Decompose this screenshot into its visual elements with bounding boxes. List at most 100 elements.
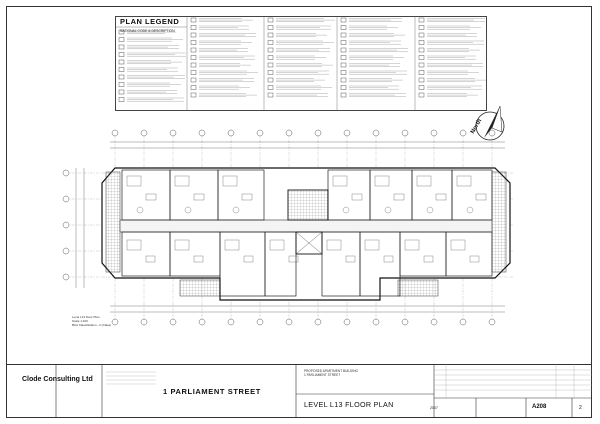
table bbox=[466, 206, 474, 214]
project-line-2: 1 PARLIAMENT STREET bbox=[304, 373, 341, 377]
legend-symbol bbox=[190, 85, 197, 90]
legend-symbol bbox=[267, 55, 274, 60]
legend-symbol bbox=[418, 17, 425, 23]
bed bbox=[174, 175, 190, 187]
legend-symbol bbox=[118, 52, 125, 57]
legend-symbol bbox=[190, 32, 197, 38]
grid-bubble bbox=[256, 318, 264, 326]
legend-symbol bbox=[190, 92, 197, 98]
bed bbox=[374, 175, 390, 187]
drawing-sheet-border bbox=[6, 6, 592, 418]
bed bbox=[269, 239, 285, 251]
revision-number: 2 bbox=[579, 405, 582, 411]
legend-symbol bbox=[118, 29, 125, 35]
legend-symbol bbox=[267, 40, 274, 45]
legend-symbol bbox=[267, 77, 274, 83]
bed bbox=[404, 239, 420, 251]
table bbox=[184, 206, 192, 214]
bed bbox=[222, 175, 238, 187]
bathroom bbox=[383, 255, 394, 263]
kitchen-bench bbox=[393, 193, 405, 201]
bed bbox=[126, 239, 142, 251]
legend-symbol bbox=[418, 55, 425, 60]
plan-caption-scale: Scale 1:100 bbox=[72, 318, 88, 323]
bathroom bbox=[243, 255, 254, 263]
legend-symbol bbox=[118, 67, 125, 72]
legend-symbol bbox=[340, 17, 347, 23]
grid-bubble bbox=[459, 129, 467, 137]
kitchen-bench bbox=[241, 193, 253, 201]
grid-bubble bbox=[62, 221, 70, 229]
legend-symbol bbox=[118, 74, 125, 80]
floor-plan-drawing bbox=[62, 129, 514, 326]
apartment-bottom bbox=[445, 231, 493, 277]
kitchen-bench bbox=[435, 193, 447, 201]
kitchen-bench bbox=[475, 193, 487, 201]
legend-symbol bbox=[190, 17, 197, 23]
grid-bubble bbox=[285, 129, 293, 137]
legend-symbol bbox=[418, 40, 425, 45]
table bbox=[384, 206, 392, 214]
grid-bubble bbox=[430, 318, 438, 326]
grid-bubble bbox=[227, 318, 235, 326]
legend-symbol bbox=[418, 47, 425, 53]
legend-symbol bbox=[267, 32, 274, 38]
apartment-top bbox=[217, 169, 265, 221]
legend-symbol bbox=[340, 77, 347, 83]
legend-symbol bbox=[340, 32, 347, 38]
grid-bubble bbox=[140, 318, 148, 326]
bed bbox=[416, 175, 432, 187]
grid-bubble bbox=[285, 318, 293, 326]
grid-bubble bbox=[62, 169, 70, 177]
legend-symbol bbox=[118, 59, 125, 65]
legend-symbol bbox=[118, 37, 125, 42]
legend-symbol bbox=[267, 92, 274, 98]
bathroom bbox=[345, 255, 356, 263]
bathroom bbox=[469, 255, 480, 263]
legend-symbol bbox=[340, 85, 347, 90]
grid-bubble bbox=[459, 318, 467, 326]
bed bbox=[456, 175, 472, 187]
legend-symbol bbox=[418, 32, 425, 38]
grid-bubble bbox=[111, 318, 119, 326]
grid-bubble bbox=[488, 129, 496, 137]
grid-bubble bbox=[430, 129, 438, 137]
grid-bubble bbox=[111, 129, 119, 137]
grid-bubble bbox=[256, 129, 264, 137]
legend-symbol bbox=[340, 55, 347, 60]
legend-symbol bbox=[118, 97, 125, 102]
grid-bubble bbox=[372, 318, 380, 326]
grid-bubble bbox=[372, 129, 380, 137]
drawing-title: LEVEL L13 FLOOR PLAN bbox=[304, 400, 394, 409]
bathroom bbox=[288, 255, 299, 263]
grid-bubble bbox=[401, 129, 409, 137]
legend-symbol bbox=[340, 40, 347, 45]
legend-symbol bbox=[340, 47, 347, 53]
grid-bubble bbox=[169, 129, 177, 137]
project-description: PROPOSED APARTMENT BUILDING 1 PARLIAMENT… bbox=[304, 369, 358, 377]
grid-bubble bbox=[140, 129, 148, 137]
legend-symbol bbox=[190, 77, 197, 83]
project-line-1: PROPOSED APARTMENT BUILDING bbox=[304, 369, 359, 373]
legend-symbol bbox=[418, 92, 425, 98]
plan-caption: Level L13 Floor Plan Scale 1:100 BCA Cla… bbox=[72, 315, 111, 327]
legend-symbol bbox=[190, 25, 197, 30]
grid-bubble bbox=[198, 318, 206, 326]
legend-symbol bbox=[418, 25, 425, 30]
legend-subtitle: NATIONAL CODE & DESCRIPTION bbox=[120, 29, 175, 33]
kitchen-bench bbox=[193, 193, 205, 201]
kitchen-bench bbox=[145, 193, 157, 201]
company-name: Clode Consulting Ltd bbox=[22, 376, 93, 383]
apartment-top bbox=[451, 169, 493, 221]
legend-symbol bbox=[267, 25, 274, 30]
legend-symbol bbox=[118, 44, 125, 50]
legend-symbol bbox=[118, 89, 125, 95]
legend-symbol bbox=[267, 62, 274, 68]
grid-bubble bbox=[314, 318, 322, 326]
legend-symbol bbox=[267, 85, 274, 90]
legend-symbol bbox=[190, 70, 197, 75]
grid-bubble bbox=[343, 129, 351, 137]
grid-bubble bbox=[343, 318, 351, 326]
legend-symbol bbox=[340, 92, 347, 98]
legend-symbol bbox=[267, 70, 274, 75]
